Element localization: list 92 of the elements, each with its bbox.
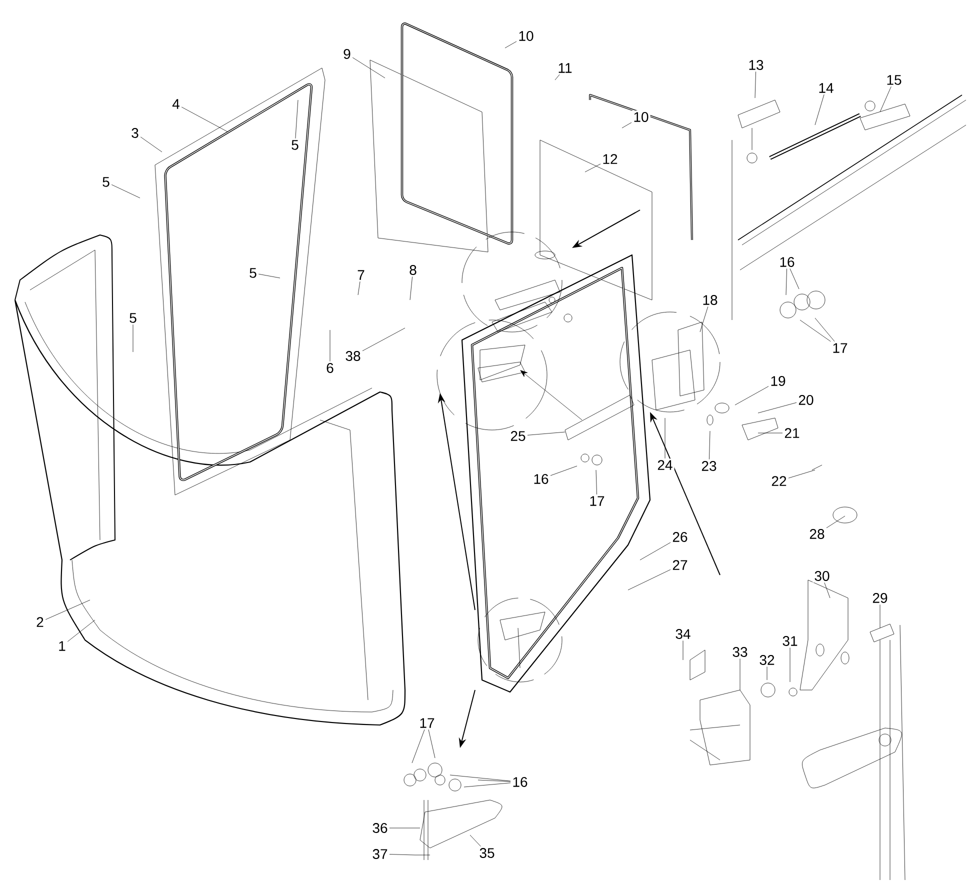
leader-line (800, 320, 831, 342)
callout-number: 34 (674, 628, 692, 640)
leader-line (527, 432, 566, 436)
leader-line (664, 418, 666, 459)
leader-line (754, 71, 756, 98)
callout-number: 9 (342, 48, 352, 60)
callout-number: 18 (700, 294, 720, 306)
callout-number: 13 (746, 58, 766, 72)
callout-number: 21 (782, 426, 802, 440)
leader-line (734, 386, 769, 406)
leader-line (111, 184, 140, 198)
callout-number: 5 (290, 138, 300, 152)
callout-number: 15 (884, 74, 904, 86)
callout-number: 16 (510, 776, 530, 788)
callout-number: 19 (768, 374, 788, 388)
callout-number: 16 (778, 256, 796, 268)
leader-line (584, 164, 601, 172)
callout-number: 29 (870, 592, 890, 604)
leader-line (790, 268, 800, 290)
callout-number: 27 (670, 558, 690, 572)
callout-number: 2 (34, 616, 46, 628)
leader-line (358, 281, 360, 296)
callout-number: 33 (730, 646, 750, 658)
leader-line (880, 86, 892, 112)
callout-number: 26 (670, 530, 690, 544)
callout-number: 37 (370, 848, 390, 860)
callout-number: 5 (248, 266, 258, 280)
leader-line (140, 136, 162, 152)
callout-number: 30 (812, 570, 832, 582)
callout-number: 32 (758, 654, 776, 666)
leader-line (550, 466, 578, 476)
callout-number: 24 (656, 458, 674, 472)
leader-line (450, 774, 511, 782)
callout-number: 38 (344, 350, 362, 362)
callout-number: 36 (370, 822, 390, 834)
leader-line (428, 729, 436, 758)
callout-number: 1 (56, 640, 68, 652)
leader-line (758, 402, 797, 414)
callout-number: 7 (356, 268, 366, 282)
leader-line (709, 430, 710, 460)
leader-line (824, 582, 830, 598)
leader-line (504, 41, 517, 48)
callout-number: 25 (508, 430, 528, 442)
callout-number: 22 (770, 474, 788, 488)
leader-line (132, 324, 134, 352)
callout-number: 17 (418, 716, 436, 730)
callout-number: 23 (700, 460, 718, 472)
leader-line (554, 74, 560, 80)
leader-line (700, 306, 708, 332)
callout-number: 10 (516, 30, 536, 42)
callout-number: 20 (796, 394, 816, 406)
callout-number: 5 (100, 176, 112, 188)
leader-line (362, 328, 406, 352)
leader-line (352, 57, 386, 78)
callout-number: 14 (816, 82, 836, 94)
leader-line (814, 318, 835, 342)
leader-line (788, 470, 816, 478)
leader-line (596, 470, 597, 495)
leader-line (758, 432, 783, 434)
leader-line (766, 666, 768, 680)
callout-number: 8 (408, 264, 418, 276)
leader-line (814, 94, 824, 126)
callout-number: 16 (532, 472, 550, 486)
callout-number: 3 (130, 126, 140, 140)
leader-line (181, 106, 228, 132)
callout-number: 35 (478, 846, 496, 860)
leader-line (412, 729, 425, 764)
leader-line (786, 268, 787, 296)
leader-line (470, 834, 481, 847)
leader-line (628, 569, 671, 590)
leader-line (410, 276, 413, 300)
leader-line (640, 542, 671, 560)
leader-line (826, 516, 846, 528)
callout-number: 10 (632, 110, 650, 124)
callout-number: 6 (324, 362, 336, 374)
callout-number: 17 (588, 494, 606, 508)
leader-line (295, 100, 298, 139)
callout-number: 31 (780, 634, 800, 648)
callout-number: 4 (170, 98, 182, 110)
leader-line (464, 782, 511, 788)
leader-line (67, 620, 96, 642)
callout-number: 12 (600, 152, 620, 166)
callout-number: 5 (128, 312, 138, 324)
leader-line (478, 780, 511, 782)
callout-number: 17 (830, 342, 850, 354)
leader-line (45, 600, 90, 620)
callout-number: 11 (556, 62, 574, 74)
leader-line (622, 122, 632, 128)
leader-line (258, 274, 280, 278)
callout-number: 28 (808, 528, 826, 540)
leader-line (682, 640, 684, 660)
leader-line (389, 854, 416, 856)
